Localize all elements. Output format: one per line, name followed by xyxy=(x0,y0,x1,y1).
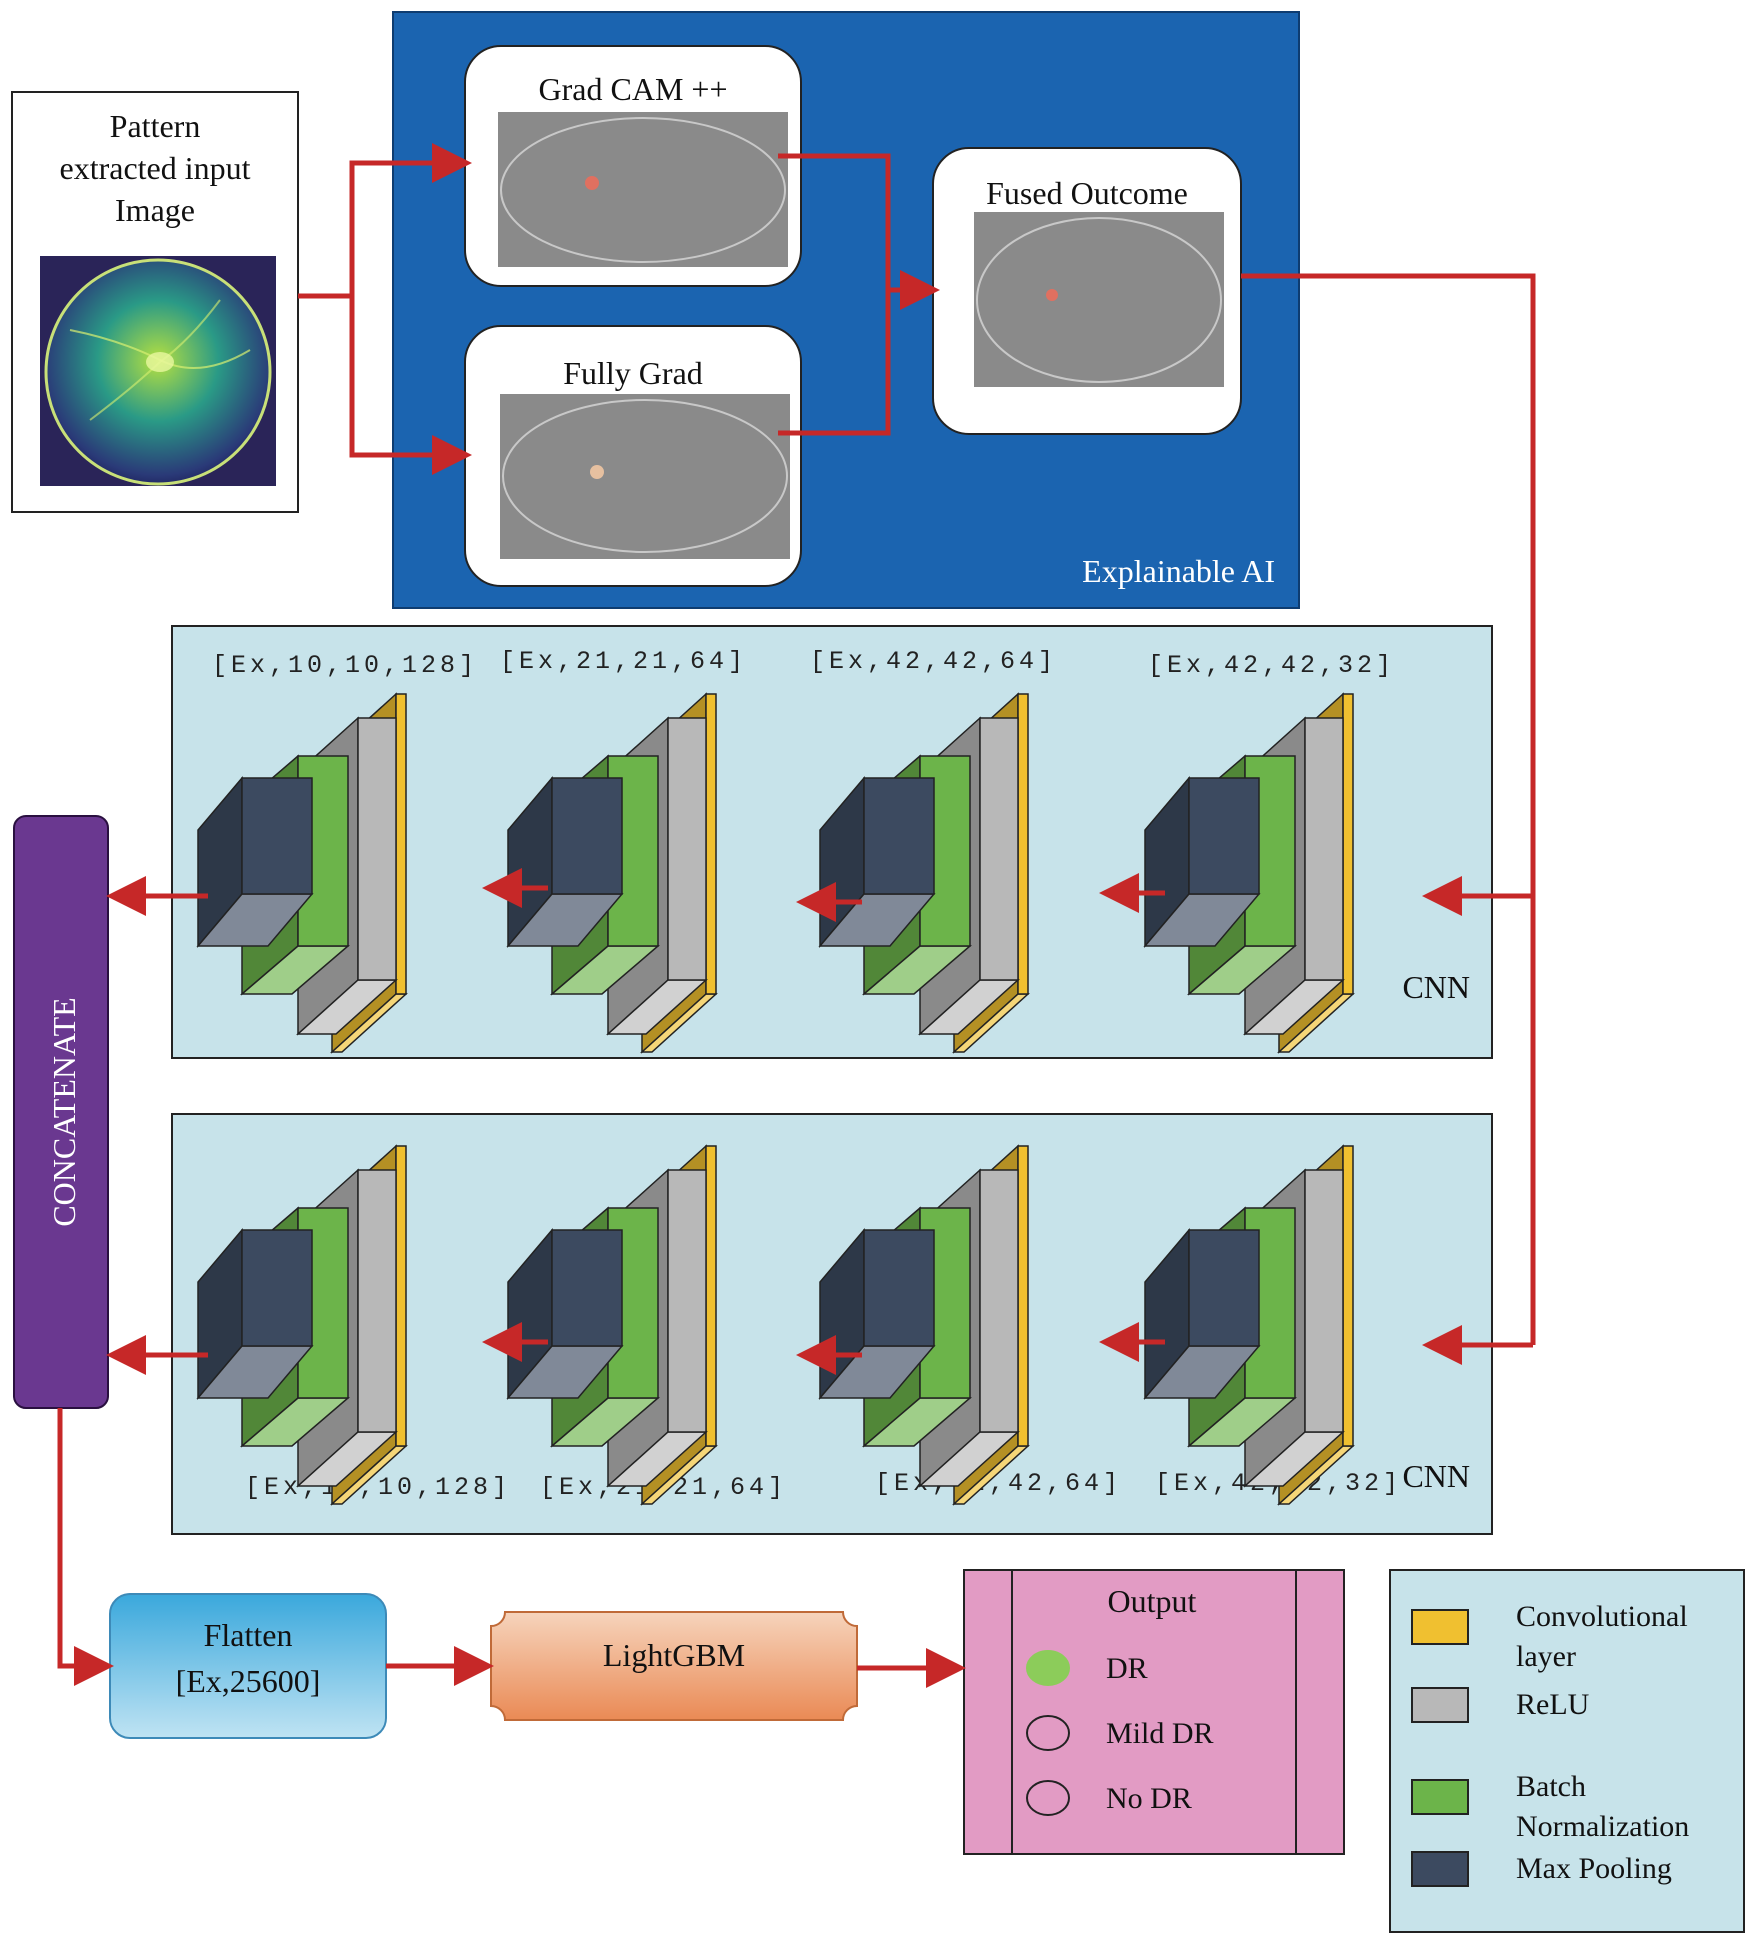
concatenate-label: CONCATENATE xyxy=(46,997,82,1226)
cnn-bottom-stage-1-maxpool xyxy=(196,1227,314,1401)
cnn-bottom-stage-1 xyxy=(196,1144,408,1506)
fused-outcome-title: Fused Outcome xyxy=(986,175,1188,211)
flatten-shape: [Ex,25600] xyxy=(176,1663,321,1699)
selected-class-dot-icon xyxy=(1026,1650,1070,1686)
flatten-block: Flatten [Ex,25600] xyxy=(109,1593,387,1739)
gradcam-card: Grad CAM ++ xyxy=(464,45,802,287)
output-class-label: Mild DR xyxy=(1106,1717,1214,1750)
cnn-top-shape-3: [Ex,42,42,64] xyxy=(810,647,1057,676)
legend-item-label: Max Pooling xyxy=(1516,1852,1672,1885)
concatenate-block: CONCATENATE xyxy=(13,815,109,1409)
cnn-top-label: CNN xyxy=(1402,969,1470,1005)
class-dot-icon xyxy=(1026,1780,1070,1816)
cnn-bottom-blocks xyxy=(196,1144,1355,1506)
flatten-title: Flatten xyxy=(204,1617,293,1653)
cnn-bottom-stage-3 xyxy=(818,1144,1030,1506)
legend-item-label: ReLU xyxy=(1516,1688,1590,1721)
output-title: Output xyxy=(1108,1583,1197,1619)
arrow-concat-to-flatten xyxy=(57,1408,114,1686)
cnn-top-panel: CNN [Ex,10,10,128] [Ex,21,21,64] [Ex,42,… xyxy=(171,625,1493,1059)
legend-item-2: ReLU xyxy=(1411,1687,1590,1723)
arrow-input-to-fullygrad xyxy=(349,296,472,475)
cnn-top-stage-1 xyxy=(196,692,408,1054)
line-fullygrad-to-fused xyxy=(778,290,891,436)
batchnorm-swatch-icon xyxy=(1411,1779,1469,1815)
output-class-1: DR xyxy=(1026,1650,1148,1686)
cnn-top-stage-4-maxpool xyxy=(1143,775,1261,949)
cnn-top-shape-2: [Ex,21,21,64] xyxy=(500,647,747,676)
xai-panel: Explainable AI Grad CAM ++ Fully Grad Fu… xyxy=(392,11,1300,609)
connectors xyxy=(57,143,1536,1688)
legend-item-label: Convolutional xyxy=(1516,1600,1688,1633)
legend-item-1: Convolutional layer xyxy=(1411,1600,1688,1673)
fused-outcome-card: Fused Outcome xyxy=(932,147,1242,435)
lightgbm-block: LightGBM xyxy=(490,1611,858,1721)
input-title-line-1: Pattern xyxy=(110,108,201,144)
arrow-gradcam-to-fused xyxy=(778,153,940,310)
cnn-bottom-stage-4 xyxy=(1143,1144,1355,1506)
output-classes: DR Mild DR No DR xyxy=(1026,1650,1214,1816)
gradcam-heatmap-image xyxy=(498,112,788,267)
gradcam-title: Grad CAM ++ xyxy=(539,71,728,107)
output-class-2: Mild DR xyxy=(1026,1715,1214,1751)
cnn-top-shape-4: [Ex,42,42,32] xyxy=(1148,651,1395,680)
input-title-line-3: Image xyxy=(115,192,195,228)
cnn-bottom-stage-4-maxpool xyxy=(1143,1227,1261,1401)
cnn-bottom-stage-2 xyxy=(506,1144,718,1506)
legend-item-4: Max Pooling xyxy=(1411,1851,1672,1887)
lightgbm-label: LightGBM xyxy=(603,1637,745,1673)
line-fused-to-cnn xyxy=(1241,273,1536,1345)
xai-label: Explainable AI xyxy=(1082,553,1275,589)
cnn-top-stage-3 xyxy=(818,692,1030,1054)
fullygrad-card: Fully Grad xyxy=(464,325,802,587)
cnn-top-stage-1-maxpool xyxy=(196,775,314,949)
arrow-input-to-gradcam xyxy=(298,143,472,299)
cnn-bottom-label: CNN xyxy=(1402,1458,1470,1494)
cnn-top-blocks xyxy=(196,692,1355,1054)
cnn-top-stage-2 xyxy=(506,692,718,1054)
output-panel: Output DR Mild DR No DR xyxy=(963,1569,1345,1855)
relu-swatch-icon xyxy=(1411,1687,1469,1723)
conv-swatch-icon xyxy=(1411,1609,1469,1645)
fundus-image xyxy=(40,256,276,486)
cnn-top-stage-4 xyxy=(1143,692,1355,1054)
output-class-3: No DR xyxy=(1026,1780,1192,1816)
fullygrad-title: Fully Grad xyxy=(563,355,703,391)
class-dot-icon xyxy=(1026,1715,1070,1751)
inner-cnn-arrows xyxy=(482,868,1165,1375)
output-class-label: No DR xyxy=(1106,1782,1192,1815)
input-title-line-2: extracted input xyxy=(59,150,250,186)
cnn-bottom-shape-1: [Ex,10,10,128] xyxy=(245,1473,511,1502)
legend-item-label: Normalization xyxy=(1516,1810,1689,1843)
input-image-panel: Pattern extracted input Image xyxy=(11,91,299,513)
cnn-bottom-panel: CNN [Ex,10,10,128] [Ex,21,21,64] [Ex,42,… xyxy=(171,1113,1493,1535)
maxpool-swatch-icon xyxy=(1411,1851,1469,1887)
fullygrad-heatmap-image xyxy=(500,394,790,559)
legend-item-label: layer xyxy=(1516,1640,1576,1673)
legend-item-label: Batch xyxy=(1516,1770,1586,1803)
cnn-top-shape-1: [Ex,10,10,128] xyxy=(212,651,478,680)
fused-heatmap-image xyxy=(974,212,1224,387)
output-class-label: DR xyxy=(1106,1652,1148,1685)
